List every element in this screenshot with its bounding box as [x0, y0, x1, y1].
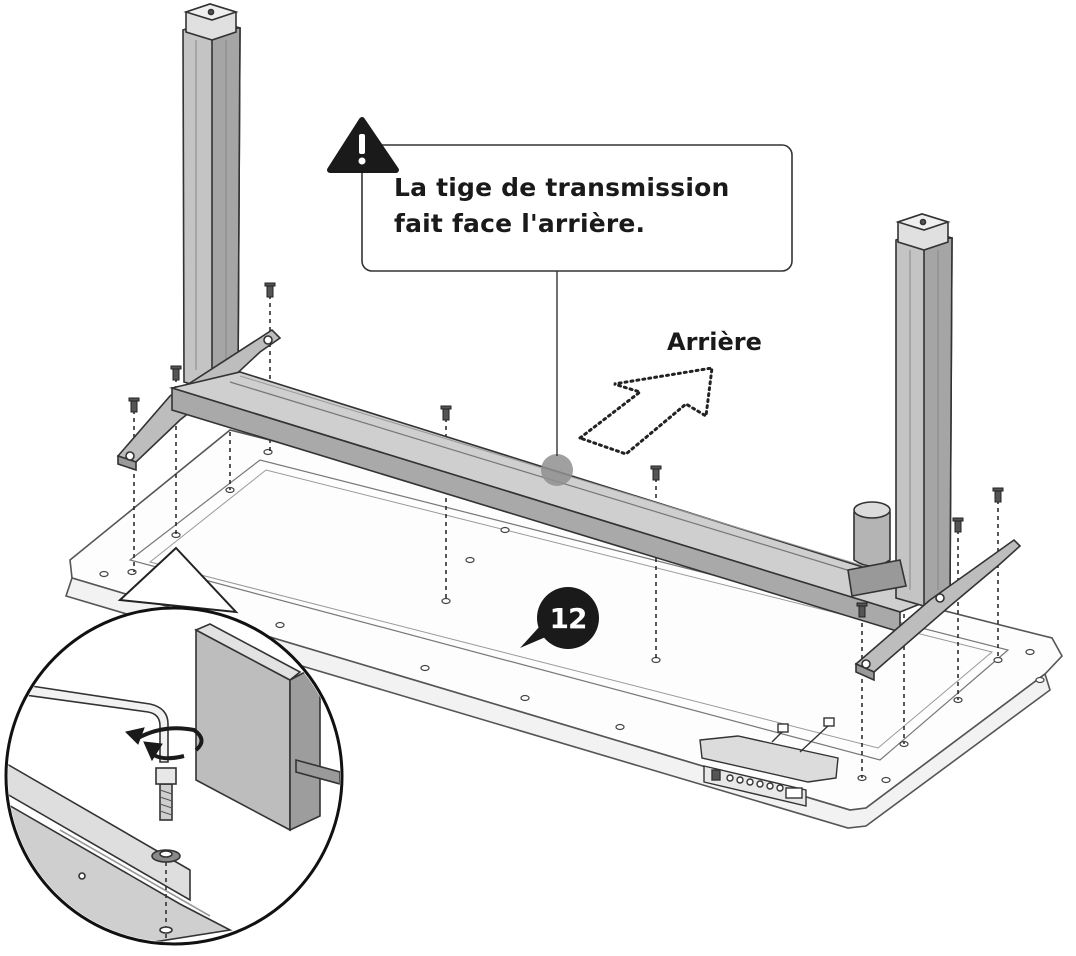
- cross-beam: [168, 371, 938, 634]
- screws: [128, 282, 1004, 618]
- tabletop-holes: [99, 448, 1045, 784]
- screw-guide-lines: [133, 295, 999, 778]
- step-badge: [520, 587, 599, 649]
- callout-box: [361, 144, 793, 456]
- callout-line-2: fait face l'arrière.: [394, 209, 646, 238]
- step-number: 12: [549, 601, 588, 635]
- rotate-arrow-icon: [125, 726, 204, 762]
- control-panel: [699, 717, 839, 807]
- right-leg: [847, 213, 1022, 682]
- warning-triangle-icon: [327, 117, 399, 173]
- direction-arrow-icon: [576, 366, 714, 456]
- left-leg: [116, 3, 282, 472]
- transmission-rod-highlight: [541, 454, 573, 486]
- callout-line-1: La tige de transmission: [394, 173, 730, 202]
- direction-label: Arrière: [667, 328, 762, 356]
- callout-text: La tige de transmission fait face l'arri…: [394, 170, 774, 242]
